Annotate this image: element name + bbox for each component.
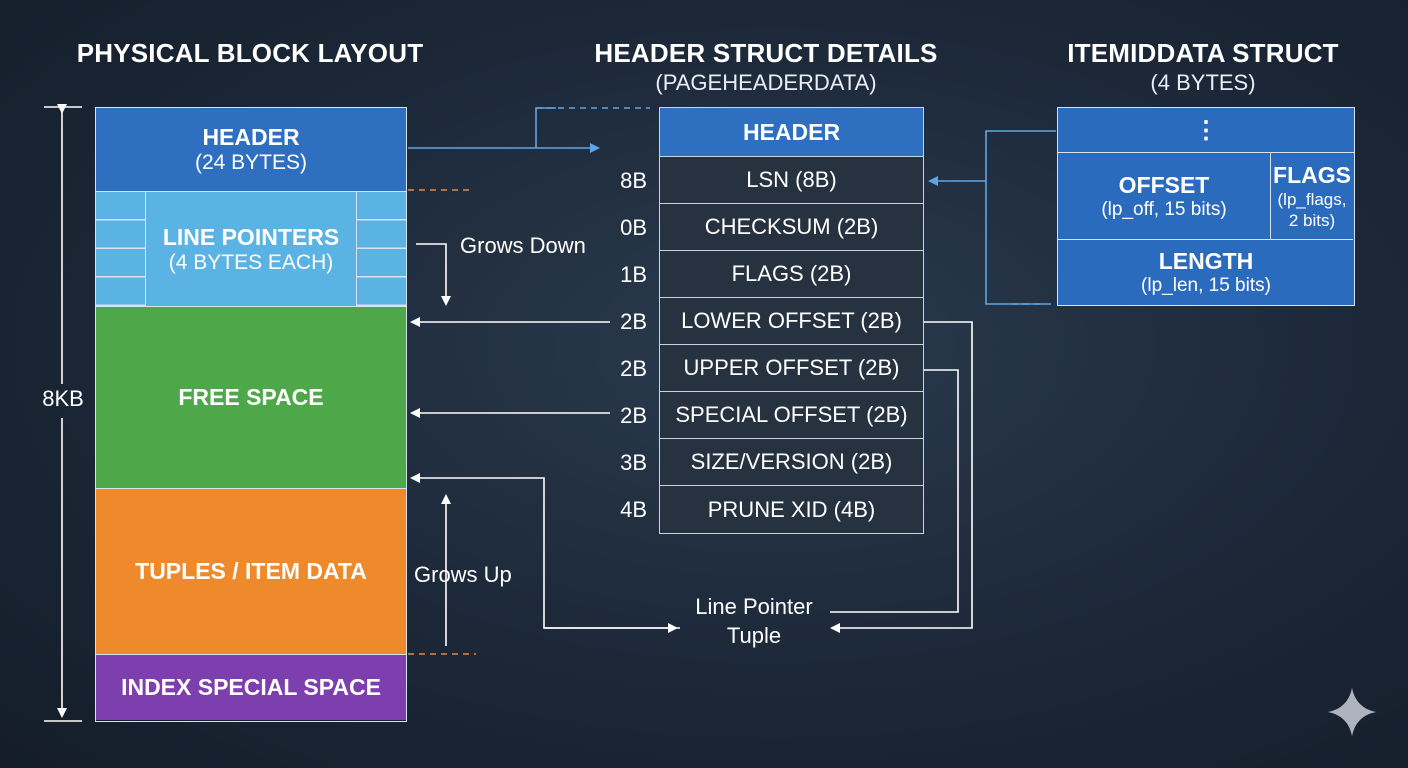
size-label-upper-offset: 2B — [620, 356, 647, 381]
line-pointers-segment: LINE POINTERS (4 BYTES EACH) — [96, 192, 406, 307]
itemid-ellipsis: ⋮ — [1058, 108, 1354, 153]
sparkle-icon — [1328, 688, 1376, 736]
itemid-length-sub: (lp_len, 15 bits) — [1141, 274, 1271, 296]
header-struct-head: HEADER — [660, 108, 923, 157]
itemid-offset-label: OFFSET — [1118, 171, 1210, 198]
pointer-note-line2: Tuple — [726, 623, 782, 648]
header-row-prune-xid: PRUNE XID (4B) — [660, 486, 923, 533]
lower-offset-loop — [830, 321, 973, 633]
upper-offset-loop — [830, 369, 959, 613]
pointer-note-line1: Line Pointer — [695, 594, 813, 619]
itemid-flags-cell: FLAGS (lp_flags, 2 bits) — [1271, 153, 1353, 240]
header-segment: HEADER (24 BYTES) — [96, 108, 406, 192]
itemid-struct: ⋮ OFFSET (lp_off, 15 bits) FLAGS (lp_fla… — [1057, 107, 1355, 306]
header-row-checksum: CHECKSUM (2B) — [660, 204, 923, 251]
physical-block: HEADER (24 BYTES) LINE POINTERS (4 BYTES… — [95, 107, 407, 722]
size-label-special-offset: 2B — [620, 403, 647, 428]
itemid-title: ITEMIDDATA STRUCT — [1067, 38, 1339, 68]
itemid-offset-sub: (lp_off, 15 bits) — [1101, 198, 1227, 220]
header-segment-sub: (24 BYTES) — [194, 151, 308, 174]
header-struct-title: HEADER STRUCT DETAILS — [594, 38, 938, 68]
grows-down-arrow — [416, 243, 451, 306]
tuples-label: TUPLES / ITEM DATA — [135, 558, 367, 584]
header-struct-table: HEADER LSN (8B) CHECKSUM (2B) FLAGS (2B)… — [659, 107, 924, 534]
physical-layout-title: PHYSICAL BLOCK LAYOUT — [76, 38, 424, 68]
free-space-label: FREE SPACE — [178, 384, 324, 410]
header-row-lower-offset: LOWER OFFSET (2B) — [660, 298, 923, 345]
itemid-subtitle: (4 BYTES) — [1150, 70, 1256, 95]
size-label: 8KB — [42, 386, 84, 411]
line-pointers-sub: (4 BYTES EACH) — [168, 250, 334, 274]
header-row-upper-offset: UPPER OFFSET (2B) — [660, 345, 923, 392]
special-space-segment: INDEX SPECIAL SPACE — [96, 655, 406, 720]
special-space-label: INDEX SPECIAL SPACE — [121, 674, 381, 700]
itemid-offset-cell: OFFSET (lp_off, 15 bits) — [1058, 153, 1271, 240]
header-segment-label: HEADER — [202, 124, 300, 150]
tuples-segment: TUPLES / ITEM DATA — [96, 489, 406, 655]
size-label-checksum: 0B — [620, 215, 647, 240]
header-row-size-version: SIZE/VERSION (2B) — [660, 439, 923, 486]
itemid-flags-sub: (lp_flags, 2 bits) — [1277, 189, 1347, 230]
line-pointers-label: LINE POINTERS — [162, 223, 340, 250]
size-label-prune-xid: 4B — [620, 497, 647, 522]
itemid-flags-label: FLAGS — [1273, 161, 1351, 188]
header-row-special-offset: SPECIAL OFFSET (2B) — [660, 392, 923, 439]
grows-down-label: Grows Down — [460, 233, 586, 258]
size-label-flags: 1B — [620, 262, 647, 287]
size-label-size-version: 3B — [620, 450, 647, 475]
header-row-flags: FLAGS (2B) — [660, 251, 923, 298]
header-struct-subtitle: (PAGEHEADERDATA) — [655, 70, 877, 95]
size-label-lower-offset: 2B — [620, 309, 647, 334]
header-row-lsn: LSN (8B) — [660, 157, 923, 204]
itemid-length-cell: LENGTH (lp_len, 15 bits) — [1058, 240, 1354, 304]
itemid-length-label: LENGTH — [1158, 247, 1254, 274]
size-label-lsn: 8B — [620, 168, 647, 193]
grows-up-label: Grows Up — [414, 562, 512, 587]
free-space-segment: FREE SPACE — [96, 307, 406, 489]
